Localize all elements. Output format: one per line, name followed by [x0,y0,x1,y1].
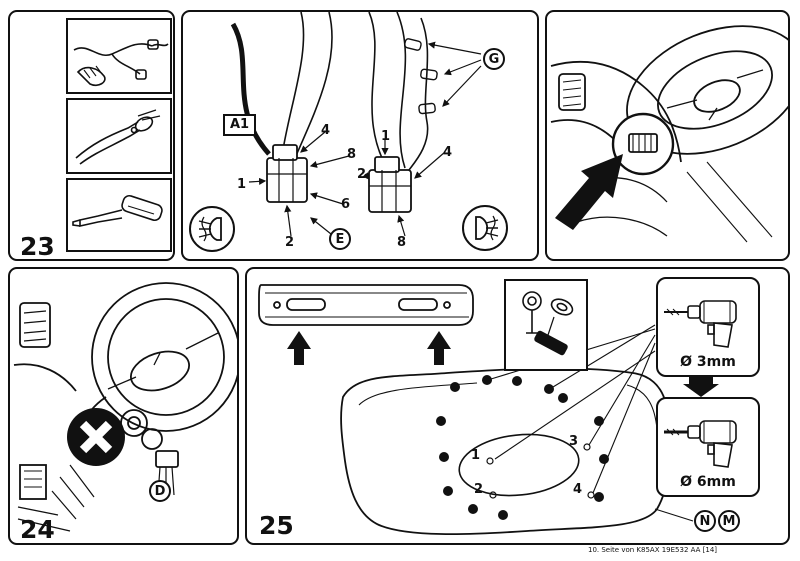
connector-d-block [155,450,179,468]
drill-pointer-lines [490,324,694,522]
tools-box-driver [66,178,172,252]
bumper-illustration [258,284,474,326]
panel-dashboard-location [545,10,790,261]
callout-right-1: 1 [381,129,391,144]
air-vent-icon [558,73,586,111]
dashboard-illustration [550,25,788,243]
panel-step-23: 23 [8,10,175,261]
callout-left-6: 6 [341,197,351,212]
tools-box-crimp [66,98,172,174]
footer-part-number: 10. Seite von K85AX 19E532 AA [14] [588,546,718,554]
callout-left-8: 8 [347,147,357,162]
up-arrow-left-icon [287,331,311,365]
grommet-tool-icon [522,291,574,356]
connector-highlight-circle [611,112,675,176]
warning-x-icon [67,408,125,466]
cable-label-a1: A1 [223,114,257,137]
hole-callout-2: 2 [474,482,484,497]
steering-wheel-icon [91,282,237,432]
main-cable-a1 [230,22,271,156]
crimp-tool-icon [75,109,161,165]
connector-label-e: E [329,228,351,250]
drill-box-6mm: Ø 6mm [656,397,760,497]
hole-callout-4: 4 [573,482,583,497]
down-arrow-icon [683,375,719,397]
drill-icon [664,300,737,348]
part-label-m: M [718,510,740,532]
mounting-hole-dots [436,375,609,520]
hole-callout-3: 3 [569,434,579,449]
callout-right-2: 2 [357,167,367,182]
callout-right-4: 4 [443,145,453,160]
wiring-illustration [230,12,482,237]
wire-harness-icon [73,39,169,87]
part-label-n: N [694,510,716,532]
bumper-drilling-illustration [258,284,694,535]
steering-column-illustration [13,282,237,532]
callout-left-1: 1 [237,177,247,192]
step-number-25: 25 [259,511,294,540]
connector-block-left [266,144,308,203]
panel-wiring-fog-lamps: A1 G E 1 4 8 6 2 1 2 4 8 [181,10,539,261]
connector-block-right [368,156,412,213]
screwdriver-icon [72,194,163,227]
callout-right-8: 8 [397,235,407,250]
fog-lamp-icon-left [189,206,235,252]
panel-step-24: D 24 [8,267,239,545]
panel-step-25: Ø 3mm Ø 6mm 1 2 3 4 N M [245,267,790,545]
tools-box-harness [66,18,172,94]
step-number-23: 23 [20,232,55,261]
step-number-24: 24 [20,515,55,544]
pilot-hole-marks [486,443,595,499]
pointer-arrow-icon [555,154,623,230]
callout-left-4: 4 [321,123,331,138]
drill-box-3mm: Ø 3mm [656,277,760,377]
ground-label-g: G [483,48,505,70]
connector-label-d: D [149,480,171,502]
fog-lamp-icon-right [462,205,508,251]
grommet-inset-box [504,279,588,371]
drill-size-pilot: Ø 3mm [680,354,736,370]
drill-icon [664,420,737,468]
up-arrow-right-icon [427,331,451,365]
ignition-switch-icon [120,409,163,450]
hole-callout-1: 1 [471,448,481,463]
drill-size-final: Ø 6mm [680,474,736,490]
callout-left-2: 2 [285,235,295,250]
air-vent-icon [19,302,51,348]
